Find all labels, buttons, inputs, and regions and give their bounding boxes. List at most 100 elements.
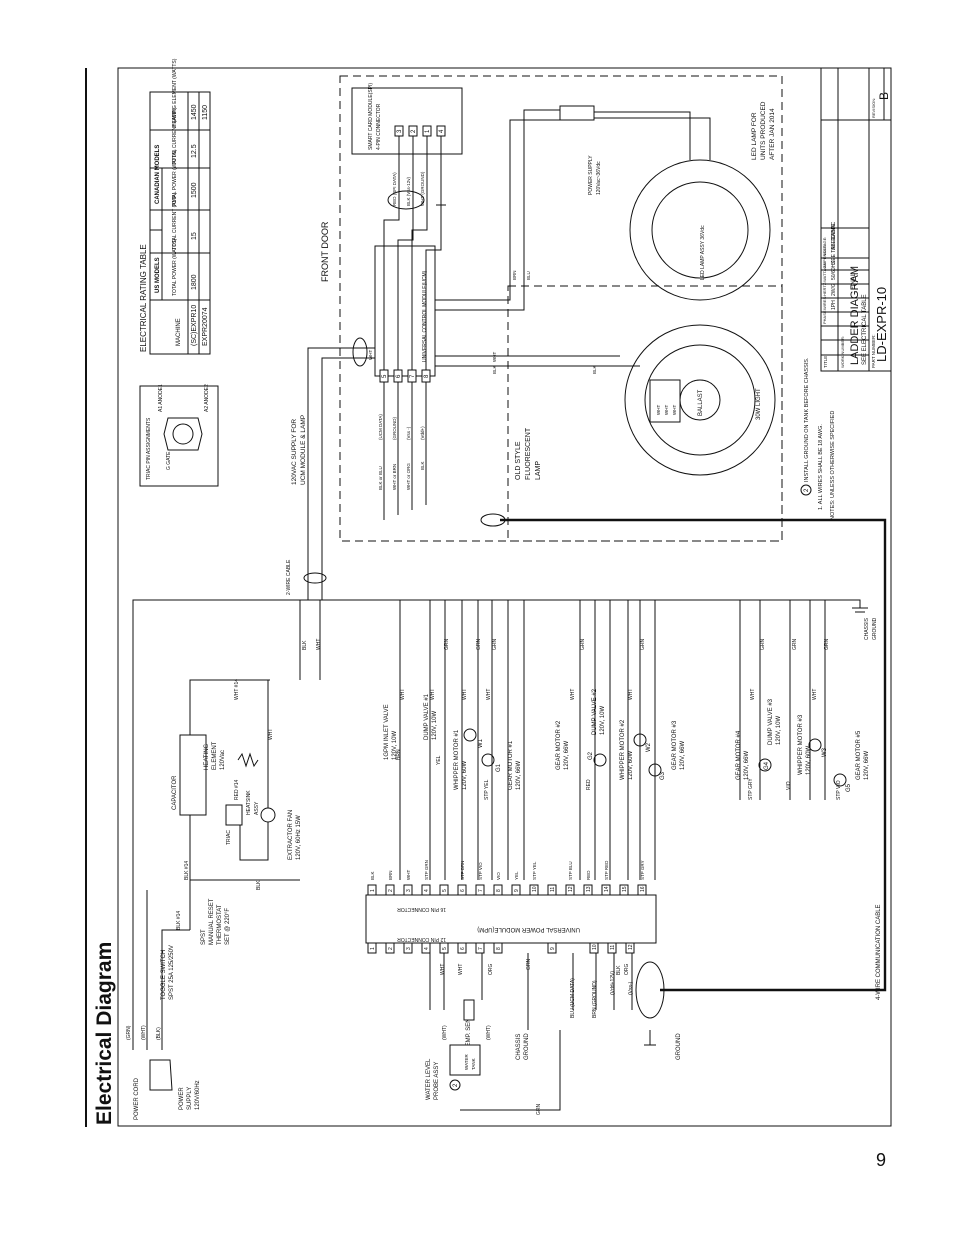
toggle-switch-2: SPST 25A 125/250V: [169, 945, 175, 1000]
upm-pin: 10: [532, 886, 538, 892]
note-2-num: 2: [804, 488, 810, 492]
grn-label: GRN: [824, 639, 830, 651]
upm-pin: 16: [640, 886, 646, 892]
gear-5b: 120V, 66W: [864, 751, 870, 780]
ballast-wire: WHT: [664, 405, 669, 415]
row1-ca-current: 12.5: [191, 144, 198, 158]
whipper-motor-3-icon: [808, 738, 822, 752]
wht-label: WHT: [628, 689, 634, 700]
note-1: 1. ALL WIRES SHALL BE 18 AWG.: [818, 424, 824, 510]
scm-pin: 3: [397, 129, 403, 133]
row1-ca-power: 1500: [191, 182, 198, 198]
four-wire-cable: 4-WIRE COMMUNICATION CABLE: [876, 904, 882, 1000]
gear-motor-2-icon: [593, 753, 607, 767]
ucm-wire-color: BLK or BLU: [378, 466, 383, 490]
row2-heating: 1150: [202, 105, 209, 120]
tb-rev-label: REVISION:: [871, 98, 876, 118]
grn-label: GRN: [492, 639, 498, 651]
red-label: RED: [586, 779, 592, 790]
gear-1a: GEAR MOTOR #1: [508, 740, 514, 790]
whipper-2a: WHIPPER MOTOR #2: [620, 719, 626, 780]
page-number: 9: [876, 1150, 887, 1170]
dump-valve-2a: DUMP VALVE #2: [592, 688, 598, 735]
page-title: Electrical Diagram: [93, 941, 116, 1125]
grn-probe: GRN: [536, 1104, 542, 1116]
wht14: WHT #14: [234, 679, 240, 700]
door-wire: BLK: [492, 365, 497, 374]
grn-label: GRN: [792, 639, 798, 651]
red14: RED #14: [234, 779, 240, 800]
heatsink-1: HEATSINK: [246, 790, 252, 815]
upm-pin: 5: [442, 947, 448, 950]
upm-pin: 9: [550, 947, 556, 950]
blk14-b: BLK #14: [184, 861, 190, 880]
fan-1: EXTRACTOR FAN: [288, 810, 294, 860]
temp-sensor: TEMP. SENSOR: [466, 1005, 472, 1050]
upm-pin: 14: [604, 886, 610, 892]
old-lamp-region: [507, 285, 783, 542]
tb-row-label: PHASE:: [822, 309, 827, 324]
row1-us-current: 15: [191, 232, 198, 240]
diagram-rotated: TITLE: LADDER DIAGRAM PART NUMBER: LD-EX…: [126, 58, 892, 1120]
gear-2a: GEAR MOTOR #2: [556, 720, 562, 770]
capacitor-label: CAPACITOR: [172, 775, 178, 810]
upm-wire: YEL: [514, 871, 519, 880]
note2-marker: 2: [453, 1083, 459, 1087]
supply-note-1: 120VAC SUPPLY FOR: [291, 419, 298, 485]
chassis-ground-top-1: CHASSIS: [864, 617, 870, 640]
spst-2: MANUAL RESET: [209, 898, 215, 945]
water-tank-icon: [449, 1044, 481, 1076]
comm-wire: BRN (GROUND): [592, 980, 598, 1018]
col-ca-current: TOTAL CURRENT (AMP.): [172, 107, 178, 165]
scm-pin: 2: [411, 129, 417, 133]
main-circuit: POWER CORD (GRN) (WHT) (BLK) POWER SUPPL…: [126, 513, 887, 1120]
stp-gry-label: STP GRY: [748, 778, 754, 800]
code-w2: W2: [646, 742, 652, 752]
vio-label: VIO: [786, 781, 792, 790]
plug-icon: [149, 1059, 173, 1091]
temp-wire: WHT: [440, 964, 446, 975]
ucm-pin: 7: [410, 374, 416, 378]
upm-pin: 13: [586, 886, 592, 892]
comm-wire: BLU (UCM DATA): [570, 978, 576, 1018]
door-wire: BLU: [526, 271, 531, 280]
upm-pin: 15: [622, 886, 628, 892]
fan-2: 120V, 60Hz 15W: [296, 815, 302, 860]
upm-top-pins: 1 2 3 4 5 6 7 8 9 10 11 12 13 14 15 16: [367, 884, 647, 896]
front-door-box: [339, 75, 783, 542]
tb-row-value: 120VAC: [831, 221, 837, 240]
old-lamp-2: FLUORESCENT: [525, 427, 532, 480]
cable-wht: WHT: [316, 639, 322, 650]
scm-pin: 1: [425, 129, 431, 133]
spst-1: SPST: [201, 929, 207, 945]
wht-label: WHT: [400, 689, 406, 700]
upm-pin: 1: [370, 947, 376, 950]
upm-pin: 5: [442, 889, 448, 892]
tb-row-value: SEE TABLE: [831, 223, 837, 250]
old-lamp-3: LAMP: [535, 461, 542, 480]
cord-wht: (WHT): [141, 1025, 147, 1040]
scm-label-1: SMART CARD MODULE(SPI): [368, 83, 374, 150]
power-supply-1: POWER: [179, 1087, 185, 1110]
comm-wire: (Vdd+12V): [610, 971, 616, 995]
drawing-frame: [117, 67, 892, 1127]
dump-valve-3b: 120V, 10W: [776, 716, 782, 745]
upm-bottom-pins: 1 2 3 4 5 6 7 8 9 10 11 12: [367, 942, 635, 954]
led-assy-label: LED LAMP ASSY 36Vdc: [700, 225, 706, 280]
upm-wire: STP GRY: [640, 860, 645, 880]
title-block: TITLE: LADDER DIAGRAM PART NUMBER: LD-EX…: [820, 67, 892, 372]
whipper-3a: WHIPPER MOTOR #3: [798, 714, 804, 775]
ucm-pin: 8: [424, 374, 430, 378]
row1-us-power: 1800: [191, 274, 198, 290]
tb-row-label: HERTZ:: [822, 282, 827, 296]
code-g2: G2: [588, 751, 594, 760]
code-g4: G4: [764, 761, 770, 770]
tb-part-label: PART NUMBER:: [871, 334, 876, 368]
upm-pin: 4: [424, 947, 430, 950]
temp-wire: (WHT): [442, 1025, 448, 1040]
door-wire: BLK: [592, 365, 597, 374]
scm-pins: 3 2 1 4: [394, 125, 446, 137]
whipper-1a: WHIPPER MOTOR #1: [454, 729, 460, 790]
ballast-label: BALLAST: [698, 389, 704, 416]
